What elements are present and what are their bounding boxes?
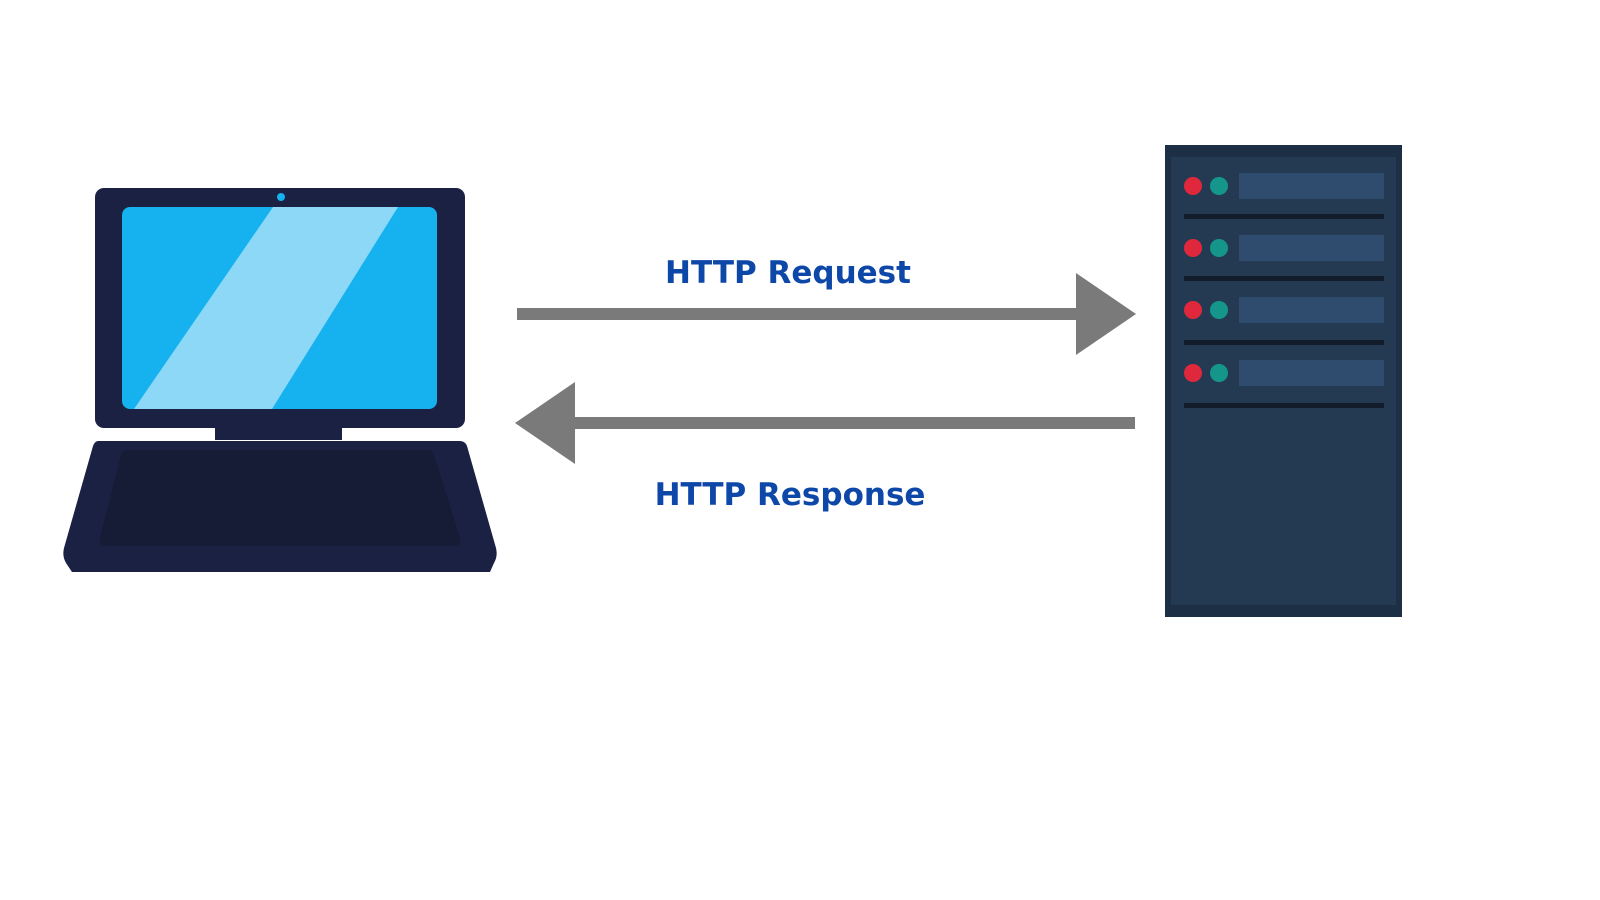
- status-led-green-icon: [1210, 301, 1228, 319]
- http-response-label: HTTP Response: [654, 477, 926, 513]
- unit-divider: [1184, 276, 1384, 281]
- status-led-red-icon: [1184, 239, 1202, 257]
- drive-bay: [1239, 297, 1384, 323]
- server-unit: [1184, 360, 1384, 408]
- status-led-red-icon: [1184, 364, 1202, 382]
- laptop-hinge: [215, 428, 342, 440]
- screen-glare: [134, 207, 398, 409]
- laptop-icon: [63, 188, 497, 572]
- unit-divider: [1184, 214, 1384, 219]
- drive-bay: [1239, 235, 1384, 261]
- request-arrow-head: [1076, 273, 1136, 355]
- status-led-green-icon: [1210, 239, 1228, 257]
- laptop-keyboard-area: [99, 450, 461, 546]
- server-rack-icon: [1165, 145, 1402, 617]
- unit-divider: [1184, 403, 1384, 408]
- status-led-green-icon: [1210, 364, 1228, 382]
- response-arrow-head: [515, 382, 575, 464]
- unit-divider: [1184, 340, 1384, 345]
- drive-bay: [1239, 360, 1384, 386]
- server-unit: [1184, 297, 1384, 345]
- status-led-red-icon: [1184, 301, 1202, 319]
- http-request-label: HTTP Request: [665, 255, 911, 291]
- response-arrow: [515, 382, 1135, 464]
- server-unit: [1184, 173, 1384, 219]
- response-arrow-shaft: [572, 417, 1135, 429]
- request-arrow-shaft: [517, 308, 1079, 320]
- webcam-icon: [277, 193, 285, 201]
- status-led-red-icon: [1184, 177, 1202, 195]
- request-arrow: [517, 273, 1136, 355]
- drive-bay: [1239, 173, 1384, 199]
- server-unit: [1184, 235, 1384, 281]
- status-led-green-icon: [1210, 177, 1228, 195]
